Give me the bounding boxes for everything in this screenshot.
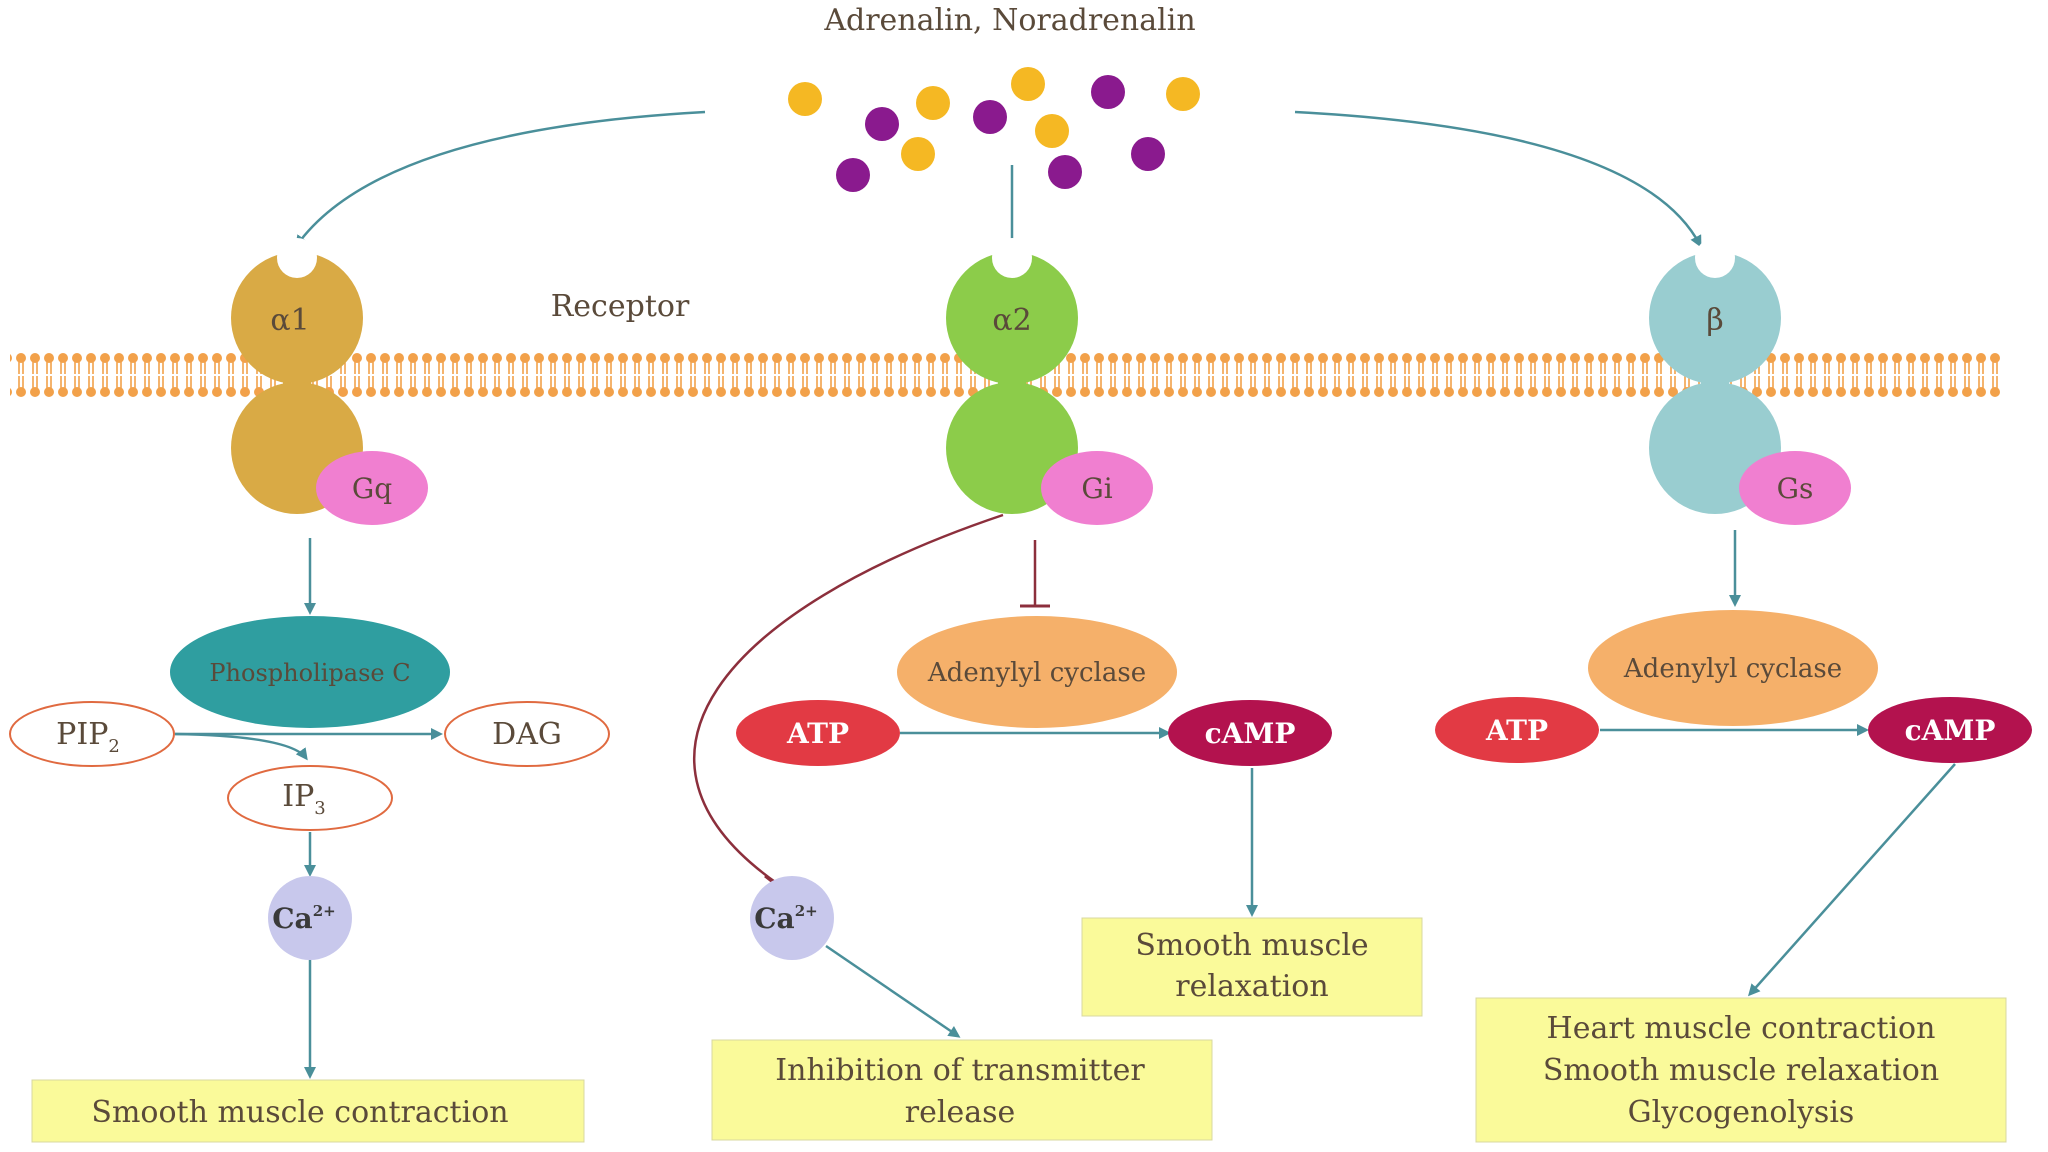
atp-alpha2	[736, 700, 900, 766]
beta-receptor: β	[1649, 238, 1781, 514]
adrenalin-dot	[865, 107, 899, 141]
camp-beta-label: cAMP	[1905, 714, 1996, 747]
atp-alpha2-label: ATP	[786, 717, 849, 750]
gs-protein	[1739, 451, 1851, 525]
camp-alpha2-label: cAMP	[1205, 717, 1296, 750]
effect-alpha2-ca-line1: Inhibition of transmitter	[775, 1053, 1145, 1088]
receptor-label: Receptor	[551, 289, 690, 324]
arrow-ca-to-inhibition	[825, 944, 961, 1038]
arrow-to-beta	[1294, 110, 1702, 248]
noradrenalin-dot	[1166, 77, 1200, 111]
calcium-alpha2	[750, 876, 834, 960]
effect-alpha2-ca-line2: release	[905, 1095, 1015, 1130]
noradrenalin-dot	[1035, 114, 1069, 148]
alpha2-binding-site	[992, 238, 1032, 278]
arrow-pip2-to-ip3	[174, 732, 308, 761]
adenylyl-cyclase-alpha2-label: Adenylyl cyclase	[927, 658, 1146, 688]
beta-binding-site	[1695, 238, 1735, 278]
calcium-alpha1-label: Ca2+	[272, 902, 335, 935]
dag-node	[444, 701, 610, 767]
beta-upper-lobe	[1649, 252, 1781, 384]
noradrenalin-dot	[788, 82, 822, 116]
ligand-title: Adrenalin, Noradrenalin	[823, 3, 1195, 38]
adrenalin-dot	[1091, 75, 1125, 109]
gq-label: Gq	[352, 472, 392, 505]
alpha2-upper-lobe	[946, 252, 1078, 384]
adrenalin-dot	[1131, 137, 1165, 171]
atp-beta-label: ATP	[1485, 714, 1548, 747]
adenylyl-cyclase-beta-label: Adenylyl cyclase	[1623, 654, 1842, 684]
arrow-camp-to-effects-beta	[1748, 763, 1956, 997]
ligand-molecules	[788, 67, 1200, 192]
pip2-label: PIP2	[56, 717, 120, 757]
effect-beta-line1: Heart muscle contraction	[1547, 1011, 1936, 1046]
pip2-node	[9, 701, 175, 767]
adrenalin-dot	[836, 158, 870, 192]
calcium-alpha1	[268, 876, 352, 960]
phospholipase-c-label: Phospholipase C	[209, 659, 410, 687]
adrenalin-dot	[973, 100, 1007, 134]
camp-beta	[1868, 697, 2032, 763]
alpha1-label: α1	[270, 303, 309, 338]
adenylyl-cyclase-beta	[1588, 610, 1878, 726]
adrenalin-dot	[1048, 155, 1082, 189]
effect-alpha2-camp-line2: relaxation	[1175, 969, 1328, 1004]
noradrenalin-dot	[901, 137, 935, 171]
alpha2-label: α2	[992, 303, 1031, 338]
arrow-to-alpha1	[295, 110, 706, 248]
dag-label: DAG	[492, 717, 562, 752]
camp-alpha2	[1168, 700, 1332, 766]
effect-alpha2-camp-line1: Smooth muscle	[1135, 928, 1368, 963]
effect-box-alpha2-camp	[1081, 917, 1423, 1017]
beta-label: β	[1706, 303, 1723, 338]
noradrenalin-dot	[1011, 67, 1045, 101]
gi-label: Gi	[1081, 472, 1112, 505]
calcium-alpha2-label: Ca2+	[754, 902, 817, 935]
phospholipase-c	[170, 616, 450, 728]
effect-beta-line3: Glycogenolysis	[1628, 1095, 1855, 1130]
ip3-node	[227, 765, 393, 831]
effect-box-alpha2-ca	[711, 1039, 1213, 1141]
adenylyl-cyclase-alpha2	[897, 616, 1177, 728]
effect-box-alpha1	[31, 1079, 585, 1143]
gq-protein	[316, 451, 428, 525]
gs-label: Gs	[1777, 472, 1814, 505]
gi-inhibits-calcium	[693, 513, 1004, 886]
effect-beta-line2: Smooth muscle relaxation	[1543, 1053, 1939, 1088]
atp-beta	[1435, 697, 1599, 763]
alpha1-upper-lobe	[231, 252, 363, 384]
gi-protein	[1041, 451, 1153, 525]
ip3-label: IP3	[282, 779, 326, 819]
effect-alpha1-text: Smooth muscle contraction	[91, 1095, 508, 1130]
effect-box-beta	[1475, 997, 2007, 1143]
alpha1-binding-site	[277, 238, 317, 278]
noradrenalin-dot	[916, 86, 950, 120]
